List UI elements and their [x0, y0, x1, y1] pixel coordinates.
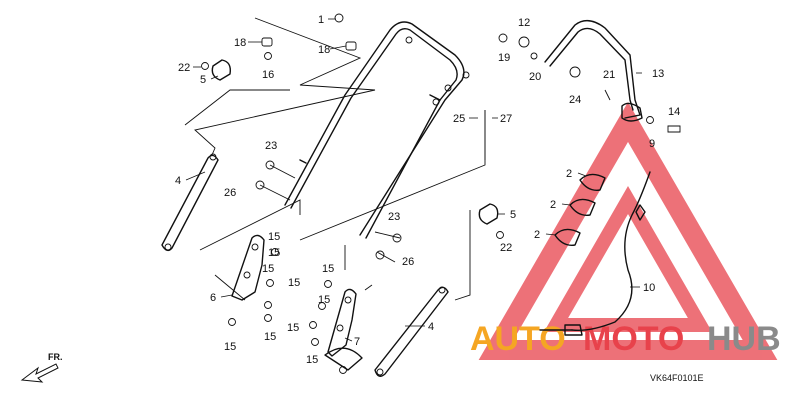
- upper-handle: [284, 21, 470, 239]
- watermark-logo: [478, 102, 778, 360]
- part-label: 23: [388, 211, 400, 223]
- part-label: 26: [402, 256, 414, 268]
- part-label: 24: [569, 94, 581, 106]
- watermark-text: AUTO MOTO HUB: [470, 320, 781, 358]
- watermark-triangle-inner: [543, 185, 713, 332]
- direction-label: FR.: [48, 352, 63, 362]
- part-label: 18: [318, 44, 330, 56]
- part-label: 5: [510, 209, 516, 221]
- leader-lines: [185, 18, 642, 342]
- drawing-code: VK64F0101E: [650, 373, 704, 383]
- part-label: 7: [354, 336, 360, 348]
- part-label: 10: [643, 282, 655, 294]
- part-label: 4: [175, 175, 181, 187]
- part-label: 18: [234, 37, 246, 49]
- part-label: 27: [500, 113, 512, 125]
- part-label: 9: [649, 138, 655, 150]
- part-label: 22: [178, 62, 190, 74]
- part-label: 15: [264, 331, 276, 343]
- part-label: 20: [529, 71, 541, 83]
- part-label: 15: [288, 277, 300, 289]
- part-label: 15: [262, 263, 274, 275]
- part-label: 6: [210, 292, 216, 304]
- part-label: 15: [224, 341, 236, 353]
- part-label: 21: [603, 69, 615, 81]
- lower-handle-left: [161, 153, 219, 252]
- part-label: 15: [318, 294, 330, 306]
- mount-bracket-right: [324, 288, 363, 371]
- front-arrow-icon: [20, 363, 59, 383]
- lower-handle-right: [374, 286, 449, 377]
- part-label: 2: [566, 168, 572, 180]
- part-label: 13: [652, 68, 664, 80]
- mount-bracket-left: [231, 234, 265, 301]
- watermark-moto: MOTO: [583, 320, 684, 358]
- cable-bracket: [544, 20, 643, 122]
- part-label: 2: [534, 229, 540, 241]
- part-number-labels: 1 18 18 16 22 5 12 19 20 13 21 24 14 9 2…: [175, 14, 680, 366]
- part-label: 5: [200, 74, 206, 86]
- part-label: 1: [318, 14, 324, 26]
- watermark-hub: HUB: [707, 320, 781, 358]
- part-label: 2: [550, 199, 556, 211]
- assembly-outline: [184, 17, 486, 301]
- part-label: 15: [306, 354, 318, 366]
- part-label: 15: [322, 263, 334, 275]
- part-label: 19: [498, 52, 510, 64]
- part-label: 4: [428, 321, 434, 333]
- part-label: 12: [518, 17, 530, 29]
- part-label: 15: [287, 322, 299, 334]
- watermark-auto: AUTO: [470, 320, 566, 358]
- part-label: 23: [265, 140, 277, 152]
- part-label: 22: [500, 242, 512, 254]
- throttle-cable: [539, 171, 651, 336]
- cable-clips: [554, 173, 606, 246]
- part-label: 14: [668, 106, 680, 118]
- knobs: [211, 59, 499, 225]
- part-label: 15: [268, 231, 280, 243]
- part-label: 15: [268, 247, 280, 259]
- part-label: 25: [453, 113, 465, 125]
- direction-indicator: FR.: [20, 352, 63, 383]
- part-label: 16: [262, 69, 274, 81]
- part-label: 26: [224, 187, 236, 199]
- watermark-triangle-outer: [478, 102, 778, 360]
